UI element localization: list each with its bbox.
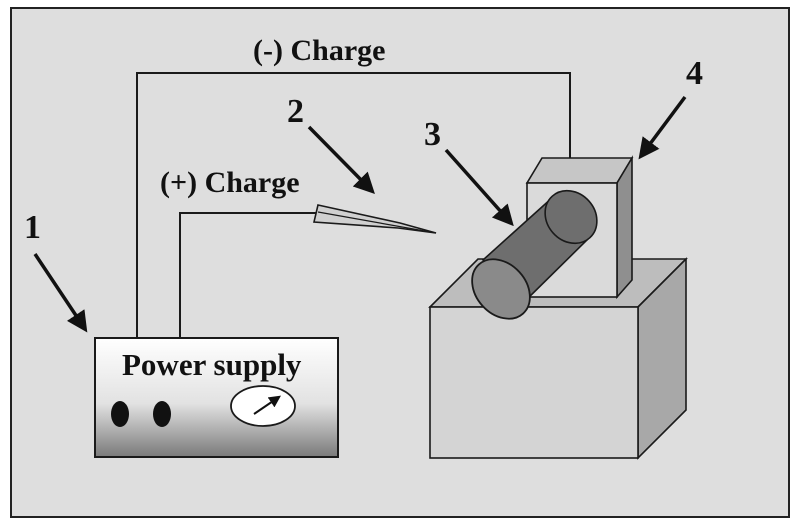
power-supply-label: Power supply <box>122 347 302 382</box>
pointer-arrow-2 <box>307 125 375 194</box>
rotating-drum <box>471 189 598 320</box>
pointer-arrow-1 <box>33 253 88 333</box>
positive-charge-label: (+) Charge <box>160 166 300 199</box>
spinneret-needle <box>313 204 437 234</box>
positive-wire <box>179 212 322 338</box>
knob-icon <box>111 401 129 427</box>
label-1: 1 <box>24 209 41 246</box>
pointer-arrow-4 <box>638 95 687 160</box>
label-3: 3 <box>424 116 441 153</box>
pointer-arrow-3 <box>444 148 514 227</box>
meter-icon <box>230 385 296 427</box>
power-supply-unit: Power supply <box>94 337 339 458</box>
negative-wire <box>136 72 571 338</box>
label-4: 4 <box>686 55 703 92</box>
knob-icon <box>153 401 171 427</box>
negative-charge-label: (-) Charge <box>253 34 385 67</box>
label-2: 2 <box>287 93 304 130</box>
